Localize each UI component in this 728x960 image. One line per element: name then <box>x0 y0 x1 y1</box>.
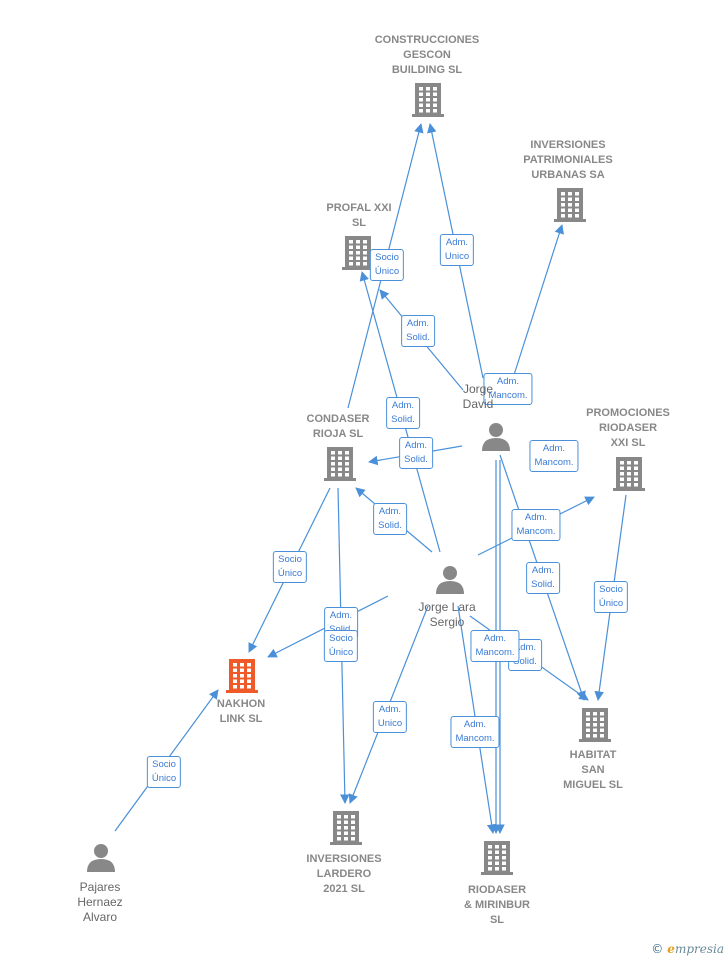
building-icon[interactable] <box>342 236 374 270</box>
person-icon[interactable] <box>436 566 464 594</box>
node-label-jorge_lara[interactable]: Jorge Lara Sergio <box>418 600 476 629</box>
node-label-promociones[interactable]: PROMOCIONES RIODASER XXI SL <box>586 407 670 449</box>
person-icon[interactable] <box>87 844 115 872</box>
building-icon[interactable] <box>324 447 356 481</box>
edge-label[interactable]: Socio Único <box>369 249 405 281</box>
building-icon[interactable] <box>613 457 645 491</box>
edge-label[interactable]: Socio Único <box>323 630 359 662</box>
nodes-layer <box>87 83 645 875</box>
edge-label[interactable]: Adm. Solid. <box>526 562 560 594</box>
brand-name: mpresia <box>674 942 724 956</box>
node-label-construcciones[interactable]: CONSTRUCCIONES GESCON BUILDING SL <box>374 34 480 76</box>
edge-label[interactable]: Adm. Mancom. <box>529 440 579 472</box>
building-icon[interactable] <box>330 811 362 845</box>
edge-label[interactable]: Adm. Mancom. <box>450 716 500 748</box>
building-icon[interactable] <box>412 83 444 117</box>
node-label-inversiones_lar[interactable]: INVERSIONES LARDERO 2021 SL <box>306 853 382 895</box>
edge-jorge_david-to-inversiones_pat <box>512 224 564 379</box>
building-icon[interactable] <box>226 659 258 693</box>
building-icon[interactable] <box>481 841 513 875</box>
edge-label[interactable]: Adm. Unico <box>372 701 408 733</box>
brand-watermark: ©empresia <box>651 942 724 956</box>
edge-label[interactable]: Socio Único <box>272 551 308 583</box>
edge-label[interactable]: Adm. Unico <box>439 234 475 266</box>
node-label-jorge_david[interactable]: Jorge David <box>462 382 494 411</box>
edge-label[interactable]: Adm. Solid. <box>399 437 433 469</box>
edge-label[interactable]: Adm. Mancom. <box>483 373 533 405</box>
brand-initial: e <box>667 942 675 956</box>
node-label-pajares[interactable]: Pajares Hernaez Alvaro <box>77 880 123 924</box>
building-icon[interactable] <box>579 708 611 742</box>
edge-label[interactable]: Adm. Solid. <box>386 397 420 429</box>
edge-label[interactable]: Socio Único <box>146 756 182 788</box>
edge-label[interactable]: Socio Único <box>593 581 629 613</box>
node-label-inversiones_pat[interactable]: INVERSIONES PATRIMONIALES URBANAS SA <box>523 139 613 181</box>
edge-label[interactable]: Adm. Solid. <box>401 315 435 347</box>
node-label-riodaser[interactable]: RIODASER & MIRINBUR SL <box>464 884 530 926</box>
node-label-habitat[interactable]: HABITAT SAN MIGUEL SL <box>563 749 623 791</box>
node-label-condaser[interactable]: CONDASER RIOJA SL <box>306 413 370 440</box>
person-icon[interactable] <box>482 423 510 451</box>
copyright-symbol: © <box>651 942 664 956</box>
edge-label[interactable]: Adm. Mancom. <box>470 630 520 662</box>
building-icon[interactable] <box>554 188 586 222</box>
edge-label[interactable]: Adm. Solid. <box>373 503 407 535</box>
node-label-nakhon[interactable]: NAKHON LINK SL <box>216 698 266 725</box>
edge-label[interactable]: Adm. Mancom. <box>511 509 561 541</box>
node-label-profal[interactable]: PROFAL XXI SL <box>326 202 392 229</box>
